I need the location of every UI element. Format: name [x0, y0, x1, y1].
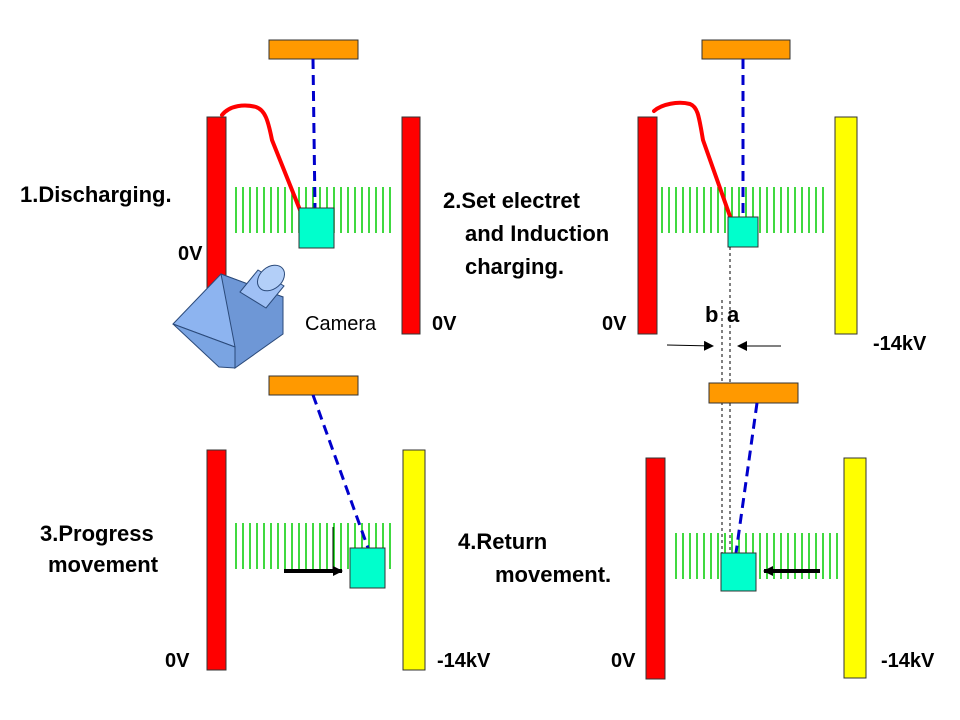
- right-electrode-voltage: -14kV: [873, 333, 927, 355]
- left-electrode-voltage: 0V: [165, 650, 190, 672]
- suspension-thread: [311, 394, 370, 549]
- camera-icon: [172, 264, 285, 369]
- arrow-to-b: [666, 340, 714, 351]
- step-3-title-line-2: movement: [48, 552, 159, 577]
- panel-3-progress-movement: 3.Progress movement 0V -14kV: [40, 375, 491, 672]
- panel-4-return-movement: 4.Return movement. 0V -14kV: [458, 382, 935, 680]
- discharge-wire: [652, 100, 734, 224]
- electret-block: [298, 207, 335, 249]
- right-electrode-high-voltage: [402, 449, 426, 671]
- suspension-bar: [708, 382, 799, 404]
- left-electrode-grounded: [637, 116, 658, 335]
- discharge-wire: [220, 103, 302, 212]
- suspension-bar: [701, 39, 791, 60]
- right-electrode-voltage: 0V: [432, 313, 457, 335]
- field-lines: [661, 187, 824, 233]
- step-2-title-line-2: and Induction: [465, 221, 609, 246]
- marker-a: a: [727, 302, 740, 327]
- suspension-bar: [268, 375, 359, 396]
- electret-block: [720, 552, 757, 592]
- step-1-title: 1.Discharging.: [20, 182, 172, 207]
- step-4-title-line-2: movement.: [495, 562, 611, 587]
- suspension-bar: [268, 39, 359, 60]
- step-3-title-line-1: 3.Progress: [40, 521, 154, 546]
- left-electrode-voltage: 0V: [602, 313, 627, 335]
- panel-2-induction-charging: 2.Set electret and Induction charging. 0…: [443, 39, 927, 590]
- right-electrode-high-voltage: [843, 457, 867, 679]
- step-2-title-line-3: charging.: [465, 254, 564, 279]
- right-electrode-voltage: -14kV: [437, 650, 491, 672]
- panel-1-discharging: 1.Discharging. 0V Camera 0V: [20, 39, 457, 369]
- right-electrode-voltage: -14kV: [881, 650, 935, 672]
- left-electrode-grounded: [645, 457, 666, 680]
- suspension-thread: [734, 402, 759, 554]
- right-electrode-grounded: [401, 116, 421, 335]
- electret-block: [727, 216, 759, 248]
- step-4-title-line-1: 4.Return: [458, 529, 547, 554]
- left-electrode-voltage: 0V: [178, 243, 203, 265]
- left-electrode-grounded: [206, 449, 227, 671]
- electret-block: [349, 547, 386, 589]
- field-lines: [235, 523, 391, 569]
- right-electrode-high-voltage: [834, 116, 858, 335]
- camera-label: Camera: [305, 313, 377, 335]
- left-electrode-voltage: 0V: [611, 650, 636, 672]
- marker-b: b: [705, 302, 718, 327]
- step-2-title-line-1: 2.Set electret: [443, 188, 581, 213]
- suspension-thread: [311, 58, 317, 209]
